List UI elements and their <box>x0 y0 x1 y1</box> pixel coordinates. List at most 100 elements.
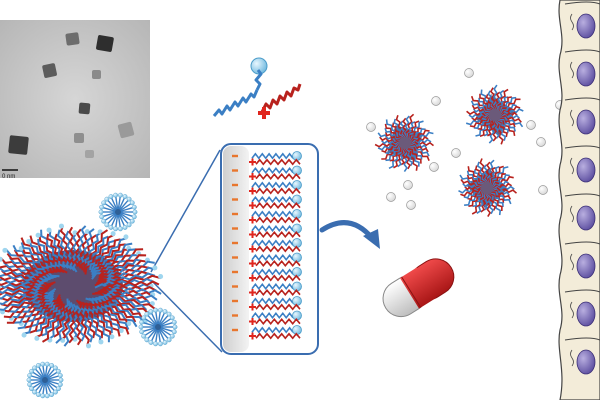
head-bead <box>250 57 268 75</box>
aggregate-bead <box>35 232 41 238</box>
bubble <box>403 180 413 190</box>
coated-nanocube <box>465 84 524 145</box>
cell-villi <box>570 349 574 367</box>
micelle <box>138 307 178 347</box>
aggregate-bead <box>126 321 132 327</box>
aggregate-chain <box>100 286 154 298</box>
aggregate-chain <box>84 233 115 275</box>
aggregate-chain <box>88 302 121 337</box>
aggregate-chain <box>91 242 133 276</box>
bilayer-row <box>232 252 302 267</box>
aggregate-chain <box>75 299 90 347</box>
cell-membrane-icon <box>558 0 600 400</box>
cell-nucleus <box>576 13 596 39</box>
aggregate-chain <box>53 305 69 338</box>
bilayer-row <box>232 325 302 340</box>
aggregate-bead <box>158 274 164 280</box>
aggregate-chain <box>97 248 130 272</box>
scale-bar-label: 0 nm <box>2 174 15 180</box>
cell-nucleus <box>576 157 596 183</box>
bilayer-row <box>232 180 302 195</box>
aggregate-bead <box>21 332 27 338</box>
bubble <box>431 96 441 106</box>
aggregate-bead <box>72 336 78 342</box>
cell-boundary <box>564 289 600 293</box>
aggregate-chain <box>35 305 58 333</box>
aggregate-chain <box>48 229 69 269</box>
aggregate-bead <box>2 247 8 253</box>
bubble <box>386 192 396 202</box>
aggregate-chain <box>0 289 56 311</box>
aggregate-chain <box>53 233 69 264</box>
coated-nanocube <box>374 113 434 173</box>
aggregate-chain <box>84 231 103 266</box>
aggregate-bead <box>0 256 3 262</box>
aggregate-chain <box>87 235 109 268</box>
bubble <box>526 120 536 130</box>
bilayer-row <box>232 151 302 166</box>
cell-villi <box>570 253 574 271</box>
aggregate-chain <box>95 297 146 324</box>
bubble <box>366 122 376 132</box>
aggregate-bead <box>46 227 52 233</box>
coated-nanocube <box>458 158 518 218</box>
bubble <box>429 162 439 172</box>
aggregate-chain <box>41 308 61 337</box>
micelles <box>26 192 178 399</box>
bilayer-zoom-frame <box>220 143 319 355</box>
aggregate-chain <box>60 307 72 341</box>
aggregate-chain <box>98 254 147 278</box>
cell-boundary <box>564 1 600 5</box>
aggregate-chain <box>0 287 57 306</box>
cell-villi <box>570 13 574 31</box>
cell-villi <box>570 301 574 319</box>
bubble <box>464 68 474 78</box>
cell-nucleus <box>576 253 596 279</box>
coated-nanocubes <box>374 84 524 218</box>
cell-boundary <box>564 193 600 197</box>
aggregate-chain <box>0 291 48 307</box>
aggregate-chain <box>0 286 42 295</box>
aggregate-bead <box>152 265 158 271</box>
bilayer-row <box>232 238 302 253</box>
aggregate-bead <box>118 328 124 334</box>
aggregate-chain <box>94 274 162 287</box>
bubble <box>451 148 461 158</box>
cation-icon <box>258 107 270 119</box>
amphiphile-molecules <box>212 57 302 119</box>
bubble <box>536 137 546 147</box>
micelle <box>26 361 64 399</box>
aggregate-chain <box>96 243 126 269</box>
aggregate-chain <box>63 302 75 347</box>
cell-nucleus <box>576 109 596 135</box>
aggregate-chain <box>94 290 157 311</box>
micelle <box>98 192 138 232</box>
aggregate-chain <box>0 286 50 296</box>
bubble <box>538 185 548 195</box>
bilayer-row <box>232 209 302 224</box>
aggregate-bead <box>109 334 115 340</box>
aggregate-bead <box>110 231 116 237</box>
blue-chain-molecule-tail <box>254 69 263 91</box>
aggregate-bead <box>86 343 92 349</box>
cell-boundary <box>564 145 600 149</box>
red-chain-molecule <box>260 83 302 113</box>
aggregate-chain <box>29 235 65 273</box>
bilayer-row <box>232 281 302 296</box>
aggregate-bead <box>84 229 90 235</box>
aggregate-chain <box>94 238 121 267</box>
aggregate-chain <box>110 280 160 288</box>
cell-villi <box>570 109 574 127</box>
cell-nucleus <box>576 205 596 231</box>
aggregate-chain <box>91 297 138 328</box>
aggregate-chain <box>20 237 62 273</box>
aggregate-chain <box>95 270 149 285</box>
nanocube-particles <box>8 32 135 158</box>
zoom-connector <box>150 149 223 353</box>
aggregate-chain <box>35 301 63 339</box>
cell-villi <box>570 205 574 223</box>
cell-boundary <box>564 241 600 245</box>
cell-villi <box>570 61 574 79</box>
cell-boundary <box>564 49 600 53</box>
